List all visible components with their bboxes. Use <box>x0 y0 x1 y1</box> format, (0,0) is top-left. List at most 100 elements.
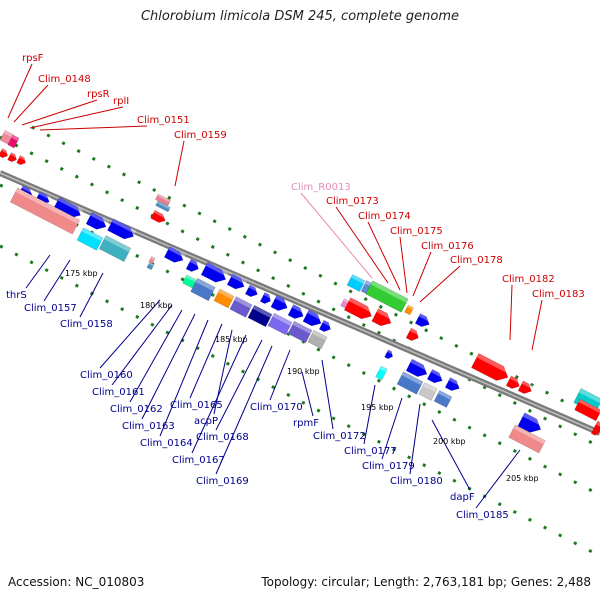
gene-label-top: Clim_0176 <box>421 241 474 252</box>
gene-sheen <box>522 412 545 427</box>
gene-label-top: Clim_0174 <box>358 211 411 222</box>
label-leader <box>412 251 432 297</box>
gene-feature <box>365 280 409 313</box>
gene-sheen <box>248 285 260 293</box>
gene-label-bottom: Clim_0169 <box>196 476 249 487</box>
gene-sheen <box>15 187 80 224</box>
gene-feature <box>287 320 313 344</box>
scale-label: 195 kbp <box>361 403 394 412</box>
gene-feature <box>590 420 600 436</box>
gene-arrow <box>471 353 509 381</box>
gene-arrow <box>185 258 199 272</box>
gene-sheen <box>1 148 10 155</box>
gene-sheen <box>3 130 14 138</box>
gene-box <box>287 320 313 344</box>
gene-arrow <box>405 327 419 341</box>
gene-box <box>396 371 424 395</box>
gene-sheen <box>275 295 291 306</box>
gene-arrow <box>343 297 372 320</box>
gene-feature <box>182 274 197 289</box>
gene-sheen <box>150 256 156 261</box>
label-leader <box>79 272 104 318</box>
gene-arrow <box>371 308 392 327</box>
gene-sheen <box>90 212 109 225</box>
label-leader <box>189 323 223 399</box>
gene-label-top: Clim_R0013 <box>291 182 351 193</box>
gene-arrow <box>150 209 166 223</box>
gene-feature <box>307 329 328 350</box>
gene-feature <box>346 274 366 292</box>
gene-feature <box>150 209 168 223</box>
gene-feature <box>287 304 306 319</box>
gene-labels: rpsFClim_0148rpsRrplIClim_0151Clim_0159C… <box>6 53 585 521</box>
gene-arrow <box>444 377 460 391</box>
gene-box <box>155 193 171 207</box>
gene-feature <box>267 312 293 336</box>
label-leader <box>111 304 173 386</box>
gene-sheen <box>153 210 168 219</box>
gene-box <box>229 296 253 318</box>
gene-arrow <box>302 309 322 327</box>
label-leader <box>29 106 124 129</box>
gene-sheen <box>291 304 306 314</box>
label-leader <box>300 192 373 279</box>
scale-label: 175 kbp <box>65 269 98 278</box>
gene-arrow <box>226 273 245 290</box>
gene-sheen <box>111 218 137 234</box>
gene-label-top: Clim_0173 <box>326 196 379 207</box>
scale-label: 205 kbp <box>506 474 539 483</box>
gene-box <box>418 382 438 401</box>
gene-label-bottom: Clim_0168 <box>196 432 249 443</box>
label-leader <box>215 339 263 431</box>
gene-feature <box>85 212 109 230</box>
gene-arrow <box>107 218 134 240</box>
gene-sheen <box>430 369 445 379</box>
gene-label-bottom: Clim_0177 <box>344 446 397 457</box>
scale-label: 190 kbp <box>287 367 320 376</box>
gene-sheen <box>410 359 430 372</box>
gene-feature <box>98 235 132 262</box>
label-leader <box>363 384 376 445</box>
gene-label-bottom: Clim_0162 <box>110 404 163 415</box>
gene-box <box>267 312 293 336</box>
gene-arrow <box>384 349 393 359</box>
gene-feature <box>444 377 462 391</box>
gene-feature <box>7 134 20 149</box>
gene-sheen <box>10 152 19 159</box>
gene-feature <box>163 246 186 263</box>
label-leader <box>381 397 403 460</box>
gene-sheen <box>168 246 186 258</box>
gene-label-top: rpsR <box>87 89 110 100</box>
gene-sheen <box>521 380 534 390</box>
gene-feature <box>247 304 273 328</box>
gene-box <box>7 134 20 149</box>
gene-label-bottom: Clim_0157 <box>24 303 77 314</box>
gene-label-top: rpsF <box>22 53 44 64</box>
gene-feature <box>270 294 291 311</box>
gene-sheen <box>231 273 247 285</box>
gene-feature <box>384 349 395 359</box>
gene-arrow <box>0 148 8 159</box>
gene-label-bottom: Clim_0164 <box>140 438 193 449</box>
gene-feature <box>148 256 156 264</box>
dotted-track-lines <box>0 125 600 558</box>
label-leader <box>25 254 51 289</box>
gene-sheen <box>509 375 522 385</box>
gene-sheen <box>513 424 546 445</box>
gene-arrow <box>85 212 107 230</box>
dotted-track-line <box>0 244 600 558</box>
label-leader <box>13 84 49 123</box>
gene-box <box>213 288 235 309</box>
gene-feature <box>414 313 432 327</box>
gene-feature <box>343 297 375 320</box>
gene-sheen <box>418 313 432 323</box>
gene-feature <box>517 412 545 433</box>
label-leader <box>21 99 98 126</box>
label-leader <box>301 371 314 417</box>
gene-sheen <box>263 292 273 300</box>
gene-sheen <box>448 377 462 387</box>
label-leader <box>475 449 521 509</box>
gene-sheen <box>312 330 328 341</box>
gene-feature <box>396 371 424 395</box>
